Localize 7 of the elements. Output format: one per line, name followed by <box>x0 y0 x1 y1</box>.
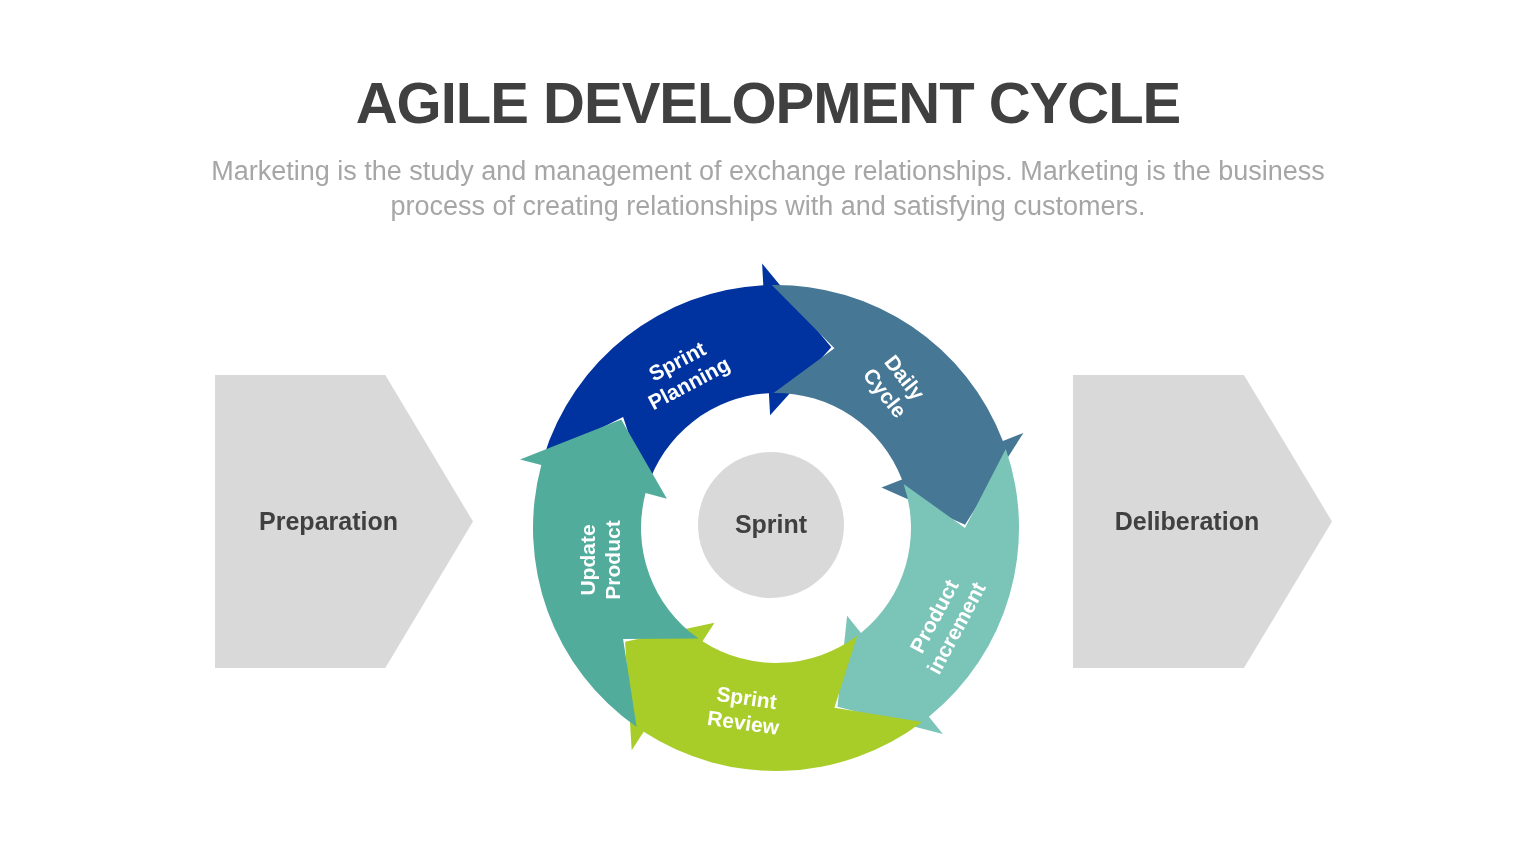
node-label: Preparation <box>259 505 398 537</box>
segment-label: Update Product <box>575 519 625 602</box>
node-label: Deliberation <box>1114 505 1260 537</box>
node-label: Sprint <box>734 509 808 541</box>
title: AGILE DEVELOPMENT CYCLE <box>355 69 1181 137</box>
subtitle: Marketing is the study and management of exchange relationships. Marketing is the business process of creating relationships with and satisfying customers. <box>210 155 1326 223</box>
segment-label: Sprint Review <box>704 681 782 741</box>
